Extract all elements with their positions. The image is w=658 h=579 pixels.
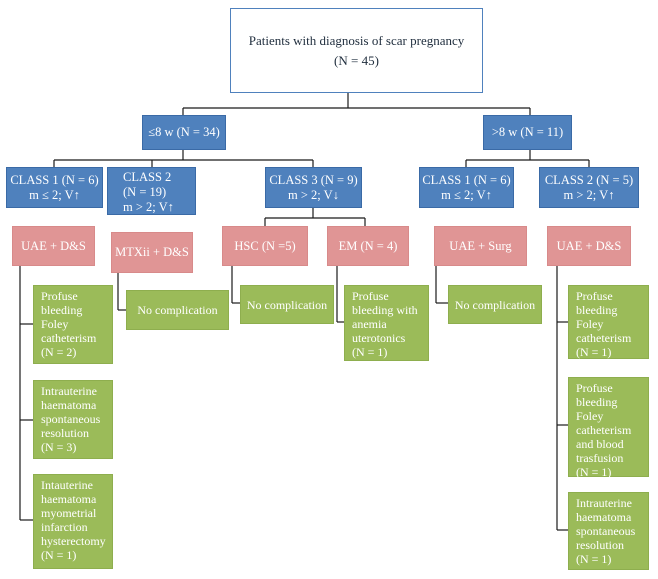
outcome-no-complication-hsc: No complication <box>240 285 334 324</box>
outcome-no-complication-label: No complication <box>137 303 218 317</box>
outcome-line: Intauterine <box>41 478 93 492</box>
root-count: (N = 45) <box>334 52 379 68</box>
class-gt8-2-criteria: m > 2; V↑ <box>563 187 615 202</box>
treatment-em: EM (N = 4) <box>327 226 409 266</box>
treatment-mtx-ds: MTXii + D&S <box>111 232 193 273</box>
outcome-haematoma-resolution-n1: Intrauterine haematoma spontaneous resol… <box>568 492 649 570</box>
outcome-line: (N = 1) <box>41 548 77 562</box>
class-le8-2-count: (N = 19) <box>123 185 167 199</box>
outcome-line: (N = 1) <box>352 345 388 359</box>
treatment-hsc-label: HSC (N =5) <box>234 238 296 253</box>
group-gt8w-label: >8 w (N = 11) <box>491 125 564 139</box>
group-le8w: ≤8 w (N = 34) <box>142 115 226 150</box>
outcome-line: bleeding <box>576 395 618 409</box>
outcome-line: Intrauterine <box>41 384 97 398</box>
treatment-uae-ds-1-label: UAE + D&S <box>21 238 86 253</box>
outcome-line: haematoma <box>576 510 632 524</box>
treatment-hsc: HSC (N =5) <box>222 226 308 266</box>
outcome-line: bleeding <box>41 303 83 317</box>
treatment-em-label: EM (N = 4) <box>338 238 398 253</box>
treatment-mtx-ds-label: MTXii + D&S <box>115 245 189 259</box>
outcome-profuse-bleeding-foley-n1: Profuse bleeding Foley catheterism (N = … <box>568 285 649 359</box>
group-le8w-label: ≤8 w (N = 34) <box>148 125 220 139</box>
treatment-uae-surg-label: UAE + Surg <box>449 238 512 253</box>
outcome-line: Profuse <box>41 289 78 303</box>
outcome-line: spontaneous <box>41 412 101 426</box>
outcome-profuse-bleeding-transfusion: Profuse bleeding Foley catheterism and b… <box>568 377 649 479</box>
outcome-line: Foley <box>576 409 604 423</box>
outcome-line: resolution <box>41 426 89 440</box>
treatment-uae-surg: UAE + Surg <box>434 226 527 266</box>
class-le8-2-title: CLASS 2 <box>123 170 172 184</box>
outcome-line: resolution <box>576 538 624 552</box>
class-gt8-2-title: CLASS 2 (N = 5) <box>544 172 634 187</box>
outcome-line: catheterism <box>576 423 632 437</box>
outcome-line: Foley <box>41 317 69 331</box>
class-le8-3-title: CLASS 3 (N = 9) <box>269 172 358 187</box>
outcome-profuse-bleeding-foley-n2: Profuse bleeding Foley catheterism (N = … <box>33 285 113 364</box>
root-box: Patients with diagnosis of scar pregnanc… <box>230 8 483 93</box>
outcome-line: trasfusion <box>576 451 624 465</box>
group-gt8w: >8 w (N = 11) <box>483 115 572 150</box>
class-le8-3-criteria: m > 2; V↓ <box>288 187 339 202</box>
outcome-line: Profuse <box>576 381 613 395</box>
class-le8-3: CLASS 3 (N = 9) m > 2; V↓ <box>265 167 362 208</box>
outcome-line: catheterism <box>576 331 632 345</box>
root-title: Patients with diagnosis of scar pregnanc… <box>248 32 465 48</box>
treatment-uae-ds-2-label: UAE + D&S <box>556 238 622 253</box>
outcome-line: bleeding with <box>352 303 418 317</box>
treatment-uae-ds-2: UAE + D&S <box>547 226 631 266</box>
outcome-line: (N = 1) <box>576 552 612 566</box>
outcome-line: Profuse <box>576 289 613 303</box>
outcome-hysterectomy-n1: Intauterine haematoma myometrial infarct… <box>33 474 113 569</box>
outcome-line: (N = 1) <box>576 345 612 359</box>
outcome-line: (N = 1) <box>576 465 612 479</box>
outcome-line: myometrial <box>41 506 97 520</box>
outcome-no-complication-surg: No complication <box>448 285 542 324</box>
outcome-profuse-bleeding-anemia: Profuse bleeding with anemia uterotonics… <box>344 285 429 361</box>
outcome-line: Intrauterine <box>576 496 632 510</box>
outcome-line: (N = 2) <box>41 345 77 359</box>
outcome-line: bleeding <box>576 303 618 317</box>
outcome-line: infarction <box>41 520 88 534</box>
outcome-line: haematoma <box>41 492 97 506</box>
outcome-line: spontaneous <box>576 524 636 538</box>
class-gt8-1-title: CLASS 1 (N = 6) <box>422 172 511 187</box>
outcome-line: Profuse <box>352 289 389 303</box>
outcome-no-complication-mtx: No complication <box>126 290 229 330</box>
outcome-line: hysterectomy <box>41 534 106 548</box>
outcome-line: anemia <box>352 317 387 331</box>
outcome-no-complication-label: No complication <box>246 297 328 312</box>
outcome-line: haematoma <box>41 398 97 412</box>
class-le8-1: CLASS 1 (N = 6) m ≤ 2; V↑ <box>6 167 103 208</box>
outcome-no-complication-label: No complication <box>454 297 536 312</box>
class-le8-2: CLASS 2 (N = 19) m > 2; V↑ <box>107 167 196 215</box>
class-gt8-1: CLASS 1 (N = 6) m ≤ 2; V↑ <box>419 167 514 208</box>
treatment-uae-ds-1: UAE + D&S <box>12 226 95 266</box>
outcome-line: and blood <box>576 437 624 451</box>
outcome-line: catheterism <box>41 331 97 345</box>
class-le8-2-criteria: m > 2; V↑ <box>123 200 174 214</box>
class-le8-1-criteria: m ≤ 2; V↑ <box>29 187 80 202</box>
outcome-line: Foley <box>576 317 604 331</box>
class-le8-1-title: CLASS 1 (N = 6) <box>10 172 99 187</box>
outcome-line: uterotonics <box>352 331 406 345</box>
outcome-line: (N = 3) <box>41 440 77 454</box>
outcome-haematoma-resolution-n3: Intrauterine haematoma spontaneous resol… <box>33 380 113 459</box>
class-gt8-2: CLASS 2 (N = 5) m > 2; V↑ <box>539 167 639 208</box>
class-gt8-1-criteria: m ≤ 2; V↑ <box>441 187 492 202</box>
